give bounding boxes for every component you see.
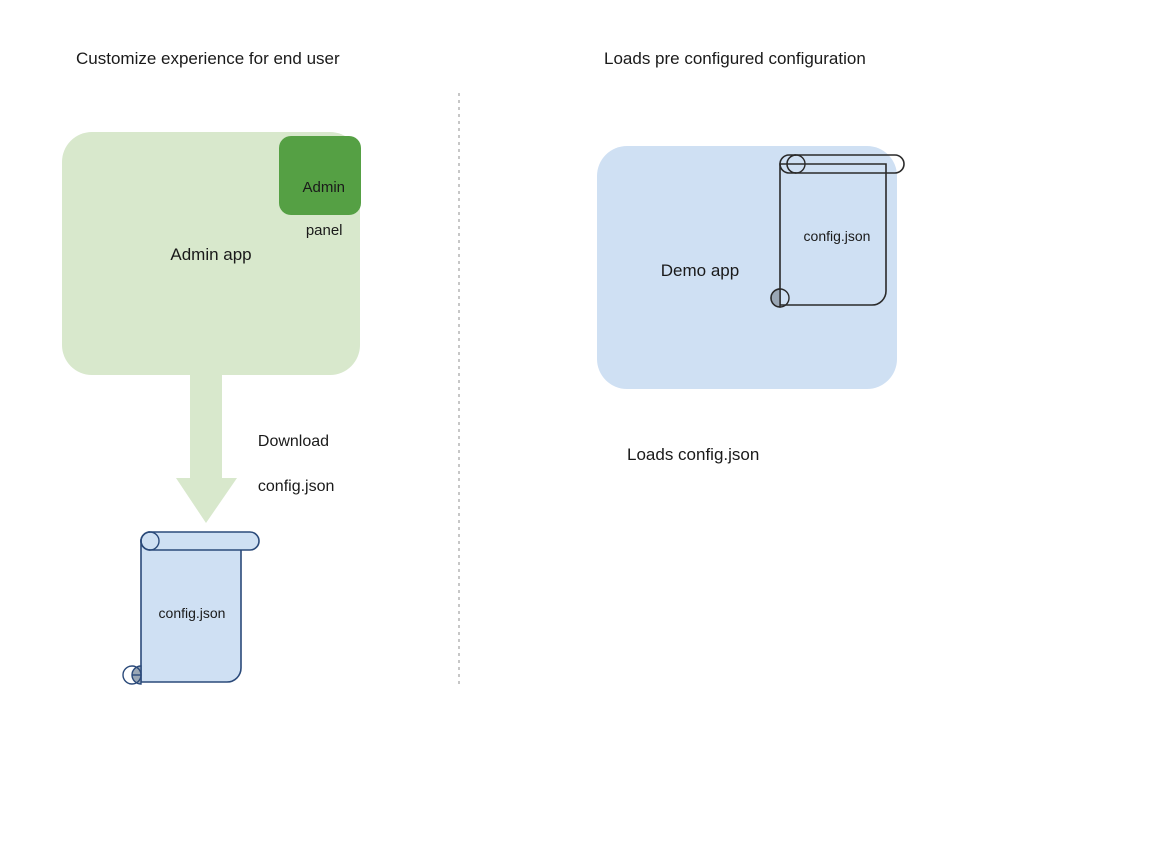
config-json-label-left: config.json [158, 605, 226, 621]
heading-right: Loads pre configured configuration [604, 49, 866, 68]
document-top-roll [779, 154, 905, 174]
download-arrow-label: Download config.json [249, 409, 335, 499]
admin-panel-label-line1: Admin [302, 178, 346, 196]
admin-panel-label: Admin panel [279, 155, 361, 242]
config-json-document-left [122, 531, 260, 685]
document-bottom-roll-knob [770, 288, 781, 308]
demo-app-box[interactable] [597, 146, 897, 389]
download-arrow-label-line1: Download [257, 433, 330, 451]
admin-app-label: Admin app [170, 245, 252, 264]
download-arrow-label-line2: config.json [257, 478, 335, 496]
download-arrow [176, 374, 237, 523]
config-json-label-right: config.json [803, 228, 871, 244]
admin-panel-label-line2: panel [305, 222, 343, 240]
demo-app-label: Demo app [660, 261, 740, 280]
heading-left: Customize experience for end user [76, 49, 340, 68]
admin-panel-box[interactable] [279, 136, 361, 215]
loads-config-caption: Loads config.json [627, 445, 760, 464]
config-json-document-right [770, 154, 905, 308]
